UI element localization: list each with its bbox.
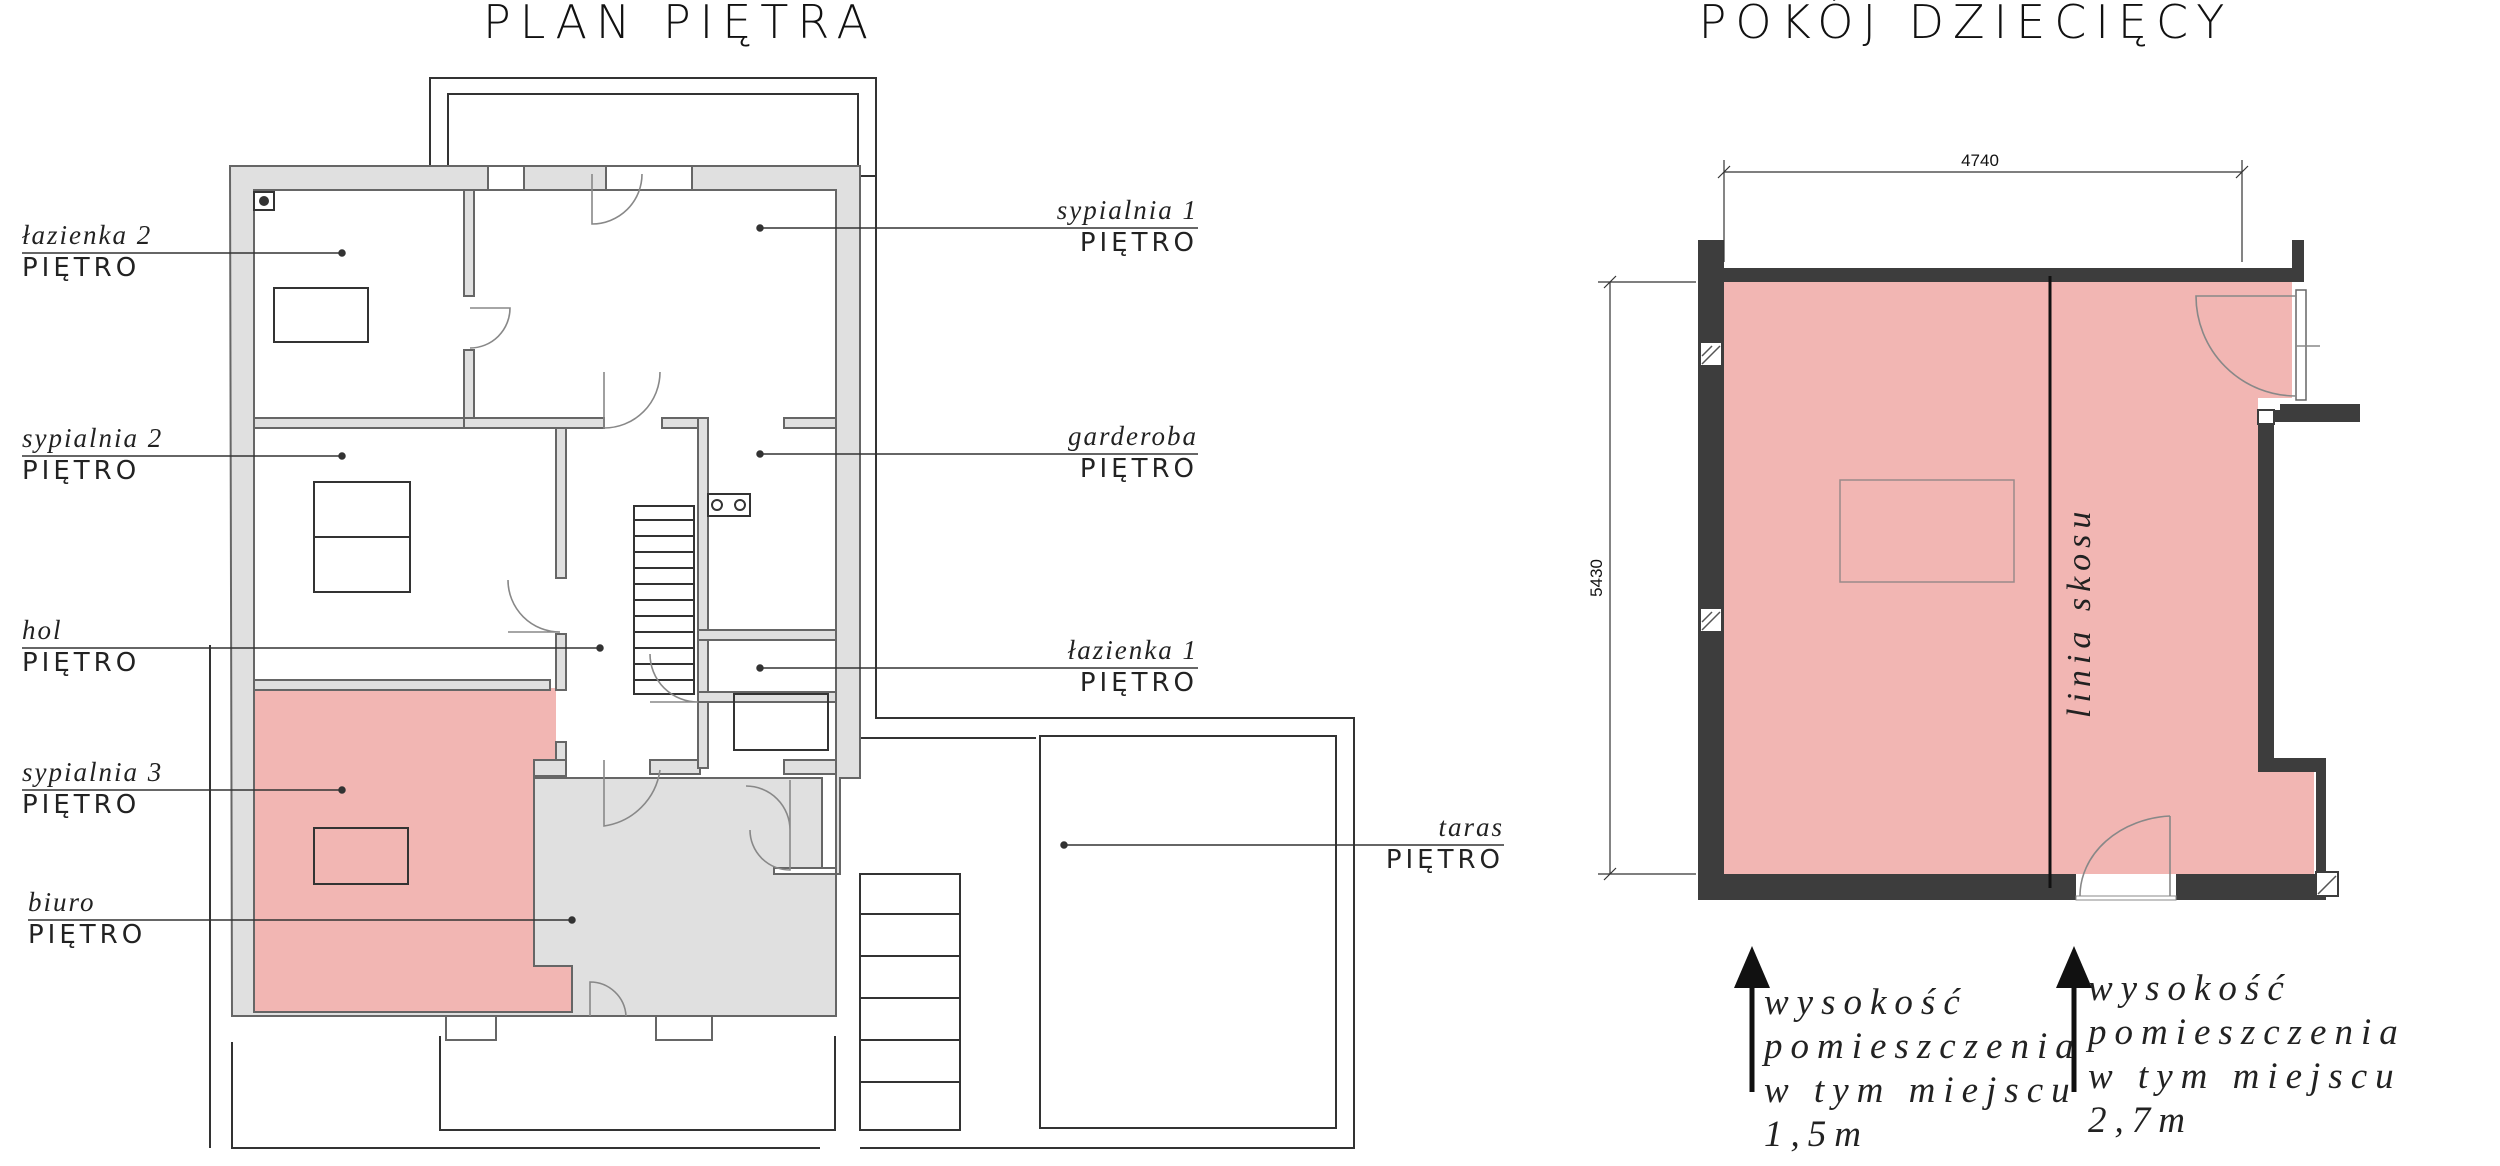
arrow-up-icon-2: [2056, 946, 2092, 1092]
svg-text:PIĘTRO: PIĘTRO: [22, 253, 140, 283]
floor-plan: [209, 77, 1355, 1149]
svg-text:PIĘTRO: PIĘTRO: [22, 648, 140, 678]
interior-walls: [253, 189, 837, 777]
highlighted-room: [254, 688, 572, 1012]
room-label-hol: hol PIĘTRO: [22, 615, 140, 678]
width-dimension: [1717, 160, 2249, 262]
room-label-lazienka-2: łazienka 2 PIĘTRO: [22, 220, 152, 283]
room-label-taras: taras PIĘTRO: [1386, 812, 1504, 875]
bathtub-2: [273, 287, 369, 343]
bed-3: [313, 827, 409, 885]
exterior-walls: [228, 165, 861, 1017]
room-label-lazienka-1: łazienka 1 PIĘTRO: [1068, 635, 1198, 698]
room-detail-bed: [1839, 479, 2015, 583]
svg-text:łazienka 2: łazienka 2: [22, 220, 152, 250]
svg-text:pomieszczenia: pomieszczenia: [2085, 1012, 2406, 1053]
svg-text:biuro: biuro: [28, 887, 96, 917]
room-label-biuro: biuro PIĘTRO: [28, 887, 146, 950]
svg-text:taras: taras: [1438, 812, 1504, 842]
slope-line-label: linia skosu: [2061, 506, 2098, 718]
svg-text:PIĘTRO: PIĘTRO: [1080, 668, 1198, 698]
svg-text:łazienka 1: łazienka 1: [1068, 635, 1198, 665]
room-label-garderoba: garderoba PIĘTRO: [1068, 421, 1198, 484]
svg-text:hol: hol: [22, 615, 63, 645]
svg-text:wysokość: wysokość: [1764, 982, 1968, 1023]
stove-icon: [707, 493, 751, 517]
svg-text:PIĘTRO: PIĘTRO: [1080, 228, 1198, 258]
room-label-sypialnia-3: sypialnia 3 PIĘTRO: [22, 757, 163, 820]
interior-stairs: [633, 505, 695, 695]
room-leaders-right: [756, 224, 1504, 849]
svg-text:PIĘTRO: PIĘTRO: [22, 790, 140, 820]
bathtub-1: [733, 693, 829, 751]
svg-text:PIĘTRO: PIĘTRO: [28, 920, 146, 950]
door-swings: [469, 173, 791, 1017]
svg-text:pomieszczenia: pomieszczenia: [1761, 1026, 2082, 1067]
svg-text:2,7m: 2,7m: [2088, 1100, 2193, 1141]
svg-text:PIĘTRO: PIĘTRO: [1080, 454, 1198, 484]
height-dimension-label: 5430: [1587, 559, 1606, 597]
height-note-2: wysokość pomieszczenia w tym miejscu 2,7…: [2085, 968, 2406, 1141]
svg-text:w tym miejscu: w tym miejscu: [1764, 1070, 2078, 1111]
arrow-up-icon-1: [1734, 946, 1770, 1092]
svg-text:sypialnia 1: sypialnia 1: [1057, 195, 1198, 225]
room-label-sypialnia-1: sypialnia 1 PIĘTRO: [1057, 195, 1198, 258]
svg-text:sypialnia 3: sypialnia 3: [22, 757, 163, 787]
svg-text:sypialnia 2: sypialnia 2: [22, 423, 163, 453]
height-dimension: [1598, 275, 1696, 881]
height-note-1: wysokość pomieszczenia w tym miejscu 1,5…: [1761, 982, 2082, 1155]
room-leaders-left: [22, 249, 604, 924]
room-detail-plan: linia skosu: [1698, 240, 2360, 901]
floor-plan-title: PLAN PIĘTRA: [483, 0, 877, 49]
room-detail-floor: [1724, 282, 2314, 874]
svg-text:w tym miejscu: w tym miejscu: [2088, 1056, 2402, 1097]
room-detail-title: POKÓJ DZIECIĘCY: [1699, 0, 2234, 49]
room-label-sypialnia-2: sypialnia 2 PIĘTRO: [22, 423, 163, 486]
svg-text:wysokość: wysokość: [2088, 968, 2292, 1009]
svg-text:garderoba: garderoba: [1068, 421, 1198, 451]
width-dimension-label: 4740: [1961, 151, 1999, 170]
svg-text:1,5m: 1,5m: [1764, 1114, 1869, 1155]
exterior-stairs: [859, 873, 961, 1131]
svg-text:PIĘTRO: PIĘTRO: [1386, 845, 1504, 875]
svg-text:PIĘTRO: PIĘTRO: [22, 456, 140, 486]
